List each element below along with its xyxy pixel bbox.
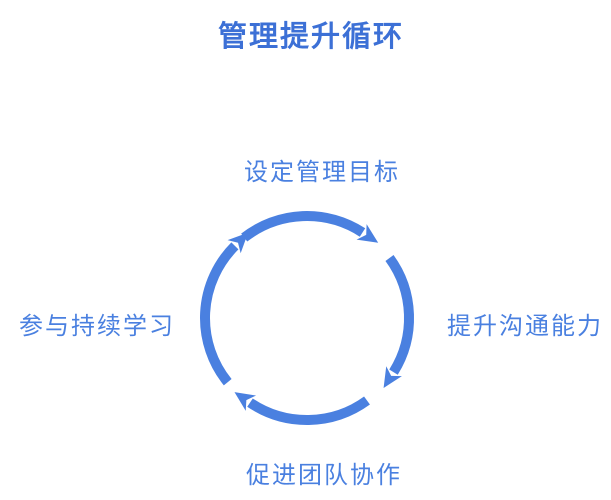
cycle-arrow-left — [200, 232, 249, 386]
cycle-arrow-top — [241, 211, 379, 243]
cycle-arrow-bottom — [234, 392, 370, 425]
cycle-step-label-communication: 提升沟通能力 — [447, 313, 603, 340]
cycle-arrow-right — [383, 255, 415, 388]
cycle-step-label-teamwork: 促进团队协作 — [246, 462, 402, 489]
page-title: 管理提升循环 — [217, 21, 405, 53]
cycle-step-label-set-goals: 设定管理目标 — [244, 159, 400, 186]
cycle-step-label-learning: 参与持续学习 — [19, 313, 175, 340]
